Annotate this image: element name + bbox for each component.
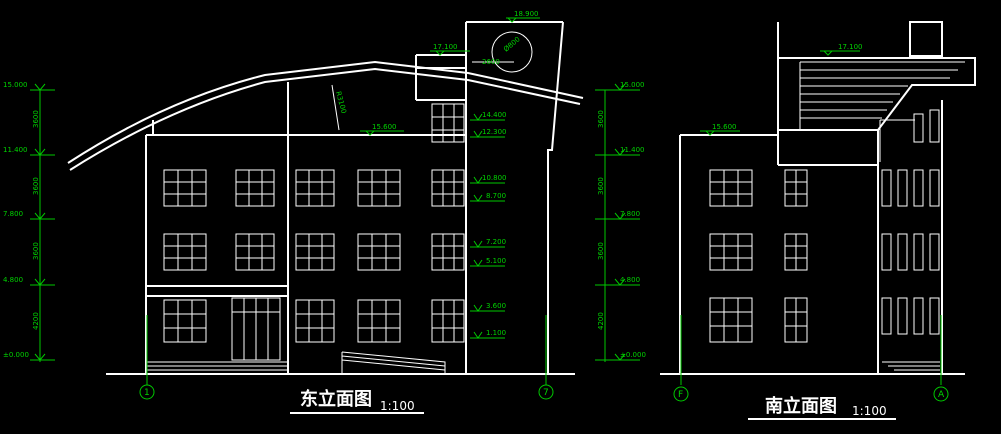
drawing-scale: 1:100 [380,399,415,413]
roof-level-marks: 17.100 15.600 [700,43,863,136]
level-mark: 12.300 [482,128,507,136]
east-windows [163,103,465,343]
window [709,233,753,271]
level-mark: 1.100 [486,329,506,337]
east-elevation: 15.000 11.400 7.800 4.800 ±0.000 3600 36… [3,10,584,414]
level-mark: 5.100 [486,257,506,265]
entrance [146,297,446,374]
window [163,169,207,207]
window [709,297,753,343]
segment-dim: 4200 [32,312,40,330]
segment-dim: 3600 [32,242,40,260]
level-mark: 15.600 [712,123,737,131]
level-mark: 15.600 [372,123,397,131]
level-mark: 14.400 [482,111,507,119]
east-building-body [145,54,466,374]
level-mark: 15.000 [620,81,645,89]
level-scale-left: 15.000 11.400 7.800 4.800 ±0.000 3600 36… [595,81,646,362]
stair-tower [465,21,564,374]
level-mark: 3.600 [486,302,506,310]
south-windows [709,109,940,371]
window [357,233,401,271]
axis-label: F [678,390,683,400]
level-scale-right: 14.400 12.300 10.800 8.700 7.200 5.100 3… [470,111,507,339]
window [431,169,465,207]
south-building-body [679,21,976,374]
window [295,169,335,207]
level-mark: 11.400 [3,146,28,154]
dimension-label: 2600 [482,58,500,66]
segment-dim: 3600 [32,177,40,195]
level-mark: 7.800 [620,210,640,218]
window [357,169,401,207]
axis-label: 7 [543,388,549,398]
level-mark: 17.100 [433,43,458,51]
axis-markers-east: 1 7 [139,315,554,400]
segment-dim: 3600 [597,177,605,195]
window [235,233,275,271]
drawing-scale: 1:100 [852,404,887,418]
drawing-title: 南立面图 [765,395,837,417]
level-mark: 8.700 [486,192,506,200]
axis-label: 1 [144,388,150,398]
window [709,169,753,207]
roof-level-marks: 17.100 18.900 15.600 2600 R3100 Ø800 [331,10,540,136]
level-mark: 7.200 [486,238,506,246]
level-mark: 4.800 [3,276,23,284]
window [784,169,808,207]
level-mark: 7.800 [3,210,23,218]
drawing-title: 东立面图 [300,388,372,410]
level-mark: 10.800 [482,174,507,182]
louver-windows [881,109,940,335]
window [163,299,207,343]
circle-label: Ø800 [502,35,522,53]
south-elevation: 15.000 11.400 7.800 4.800 ±0.000 3600 36… [595,21,976,420]
level-mark: 18.900 [514,10,539,18]
level-mark: 4.800 [620,276,640,284]
window [431,233,465,271]
segment-dim: 4200 [597,312,605,330]
level-scale-left: 15.000 11.400 7.800 4.800 ±0.000 3600 36… [3,81,55,362]
level-mark: ±0.000 [620,351,646,359]
level-mark: 17.100 [838,43,863,51]
window [235,169,275,207]
level-mark: 15.000 [3,81,28,89]
window [163,233,207,271]
window [295,233,335,271]
level-mark: ±0.000 [3,351,29,359]
segment-dim: 3600 [597,110,605,128]
window [431,299,465,343]
segment-dim: 3600 [32,110,40,128]
segment-dim: 3600 [597,242,605,260]
axis-label: A [938,390,945,400]
level-mark: 11.400 [620,146,645,154]
window [431,103,465,143]
window [357,299,401,343]
curved-roof [67,60,584,171]
circular-window [491,31,533,73]
axis-markers-south: F A [673,315,949,402]
window [295,299,335,343]
window [784,233,808,271]
window [784,297,808,343]
